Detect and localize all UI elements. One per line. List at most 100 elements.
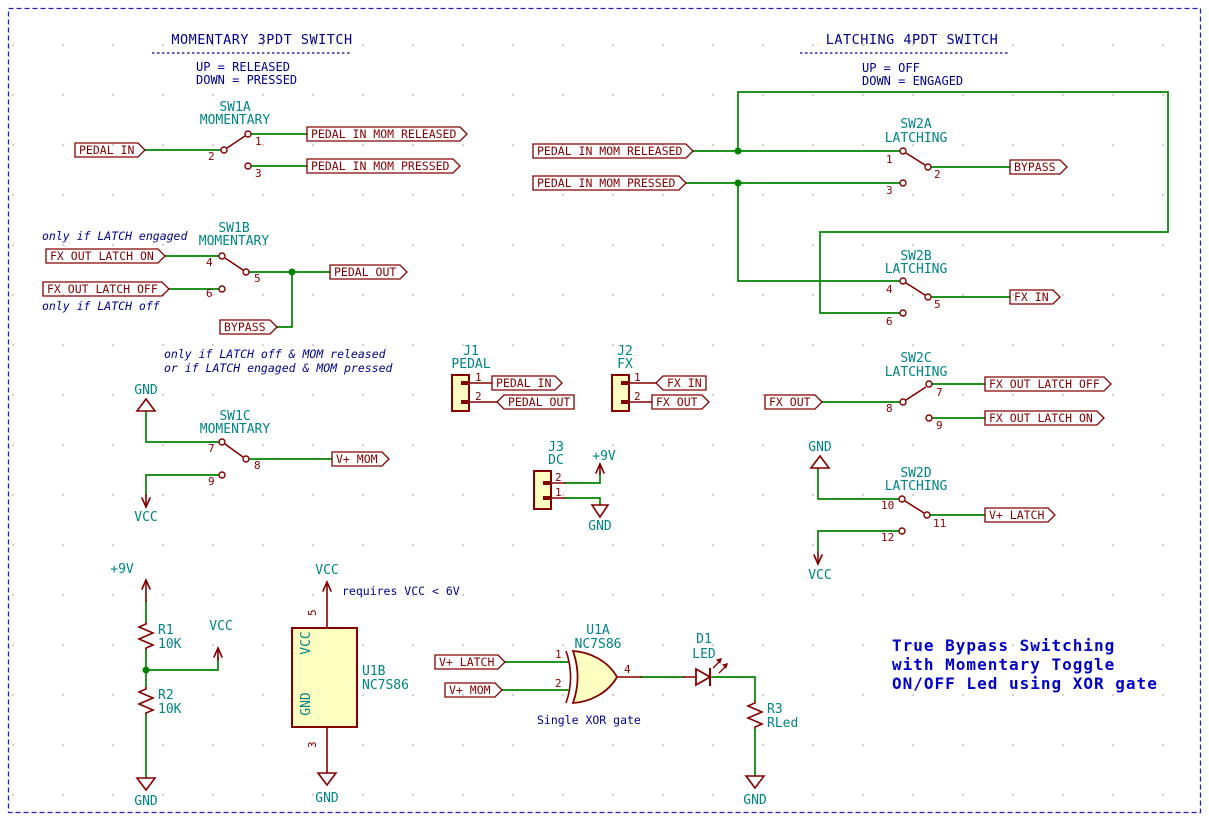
connector-body: [611, 374, 630, 412]
label-outline: [984, 376, 1112, 392]
power-symbol-9v-j3[interactable]: +9V: [592, 449, 616, 475]
global-label-fx-out-sw2c[interactable]: FX_OUT: [764, 394, 823, 410]
pin-number: 7: [208, 442, 215, 455]
global-label-fx-in-sw2b[interactable]: FX_IN: [1009, 289, 1061, 305]
wire[interactable]: [737, 182, 901, 282]
power-symbol-9v-divider[interactable]: +9V: [110, 562, 151, 602]
global-label-fx-out-j2[interactable]: FX_OUT: [651, 394, 710, 410]
wire[interactable]: [145, 657, 219, 671]
pin-number: 1: [886, 153, 893, 166]
component-value: DC: [548, 453, 564, 468]
label-outline: [1009, 159, 1068, 175]
pin-number: 6: [886, 315, 893, 328]
pin-number: 1: [475, 371, 482, 384]
global-label-pedal-out-j1[interactable]: PEDAL_OUT: [496, 394, 575, 410]
net-label-text: PEDAL_OUT: [508, 395, 570, 409]
global-label-pedal-in-mom-pressed-sw2a[interactable]: PEDAL_IN_MOM_PRESSED: [532, 175, 687, 191]
power-symbol-gnd-j3[interactable]: GND: [588, 504, 612, 534]
pin-number: 10: [881, 499, 894, 512]
pin-number: 1: [634, 371, 641, 384]
label-outline: [74, 142, 146, 158]
led-triangle: [695, 667, 712, 687]
global-label-v-mom-u1a[interactable]: V+_MOM: [444, 682, 503, 698]
global-label-pedal-in-sw1a[interactable]: PEDAL_IN: [74, 142, 146, 158]
connector-j3[interactable]: J3 DC 2 1: [533, 440, 566, 510]
power-symbol-vcc-sw2d[interactable]: VCC: [808, 551, 832, 583]
diode-d1-led[interactable]: D1 LED: [692, 632, 728, 687]
label-outline: [532, 175, 687, 191]
global-label-pedal-out-sw1b[interactable]: PEDAL_OUT: [329, 264, 408, 280]
label-outline: [444, 682, 503, 698]
net-label-text: PEDAL_OUT: [334, 265, 396, 279]
switch-pin-contact: [242, 268, 250, 276]
ic-u1a-xor-gate[interactable]: U1A NC7S86 1 2 4: [555, 623, 697, 704]
switch-sw1a[interactable]: SW1A MOMENTARY 1 2 3: [200, 100, 271, 180]
switch-sw1c[interactable]: SW1C MOMENTARY 7 8 9: [200, 409, 271, 488]
switch-sw2b[interactable]: SW2B LATCHING 4 5 6: [885, 249, 948, 328]
component-ref: SW2D: [900, 466, 931, 481]
wire[interactable]: [564, 472, 601, 484]
ic-u1b[interactable]: 5 3 VCC GND U1B NC7S86: [291, 582, 409, 774]
pin-number: 11: [933, 517, 946, 530]
label-outline: [331, 451, 390, 467]
wire[interactable]: [817, 467, 900, 500]
resistor-r1[interactable]: R1 10K: [136, 622, 182, 652]
label-outline: [496, 394, 575, 410]
connector-j1[interactable]: J1 PEDAL 1 2: [451, 344, 498, 412]
wire[interactable]: [145, 410, 220, 443]
component-value: RLed: [767, 716, 798, 731]
wire[interactable]: [276, 271, 293, 328]
switch-pin-contact: [925, 380, 933, 388]
power-symbol-vcc-u1b[interactable]: VCC: [315, 563, 339, 592]
wire[interactable]: [145, 474, 220, 497]
pin-number: 4: [886, 283, 893, 296]
global-label-v-latch-sw2d[interactable]: V+_LATCH: [984, 507, 1056, 523]
global-label-fx-out-latch-off-sw1b[interactable]: FX_OUT_LATCH_OFF: [42, 281, 170, 297]
net-label-text: FX_OUT_LATCH_OFF: [47, 282, 158, 296]
global-label-bypass-sw2a[interactable]: BYPASS: [1009, 159, 1068, 175]
pin-number: 1: [555, 486, 562, 499]
switch-sw2d[interactable]: SW2D LATCHING 10 11 12: [881, 466, 947, 544]
wire[interactable]: [737, 91, 1169, 314]
global-label-fx-out-latch-on-sw2c[interactable]: FX_OUT_LATCH_ON: [984, 410, 1105, 426]
switch-sw1b[interactable]: SW1B MOMENTARY 4 5 6: [199, 221, 270, 300]
power-symbol-gnd-sw2d[interactable]: GND: [808, 440, 832, 469]
switch-sw2a[interactable]: SW2A LATCHING 1 2 3: [885, 117, 948, 197]
switch-pin-contact: [899, 309, 907, 317]
power-symbol-gnd-sw1c[interactable]: GND: [134, 383, 158, 412]
wire[interactable]: [817, 530, 900, 553]
global-label-v-latch-u1a[interactable]: V+_LATCH: [434, 654, 506, 670]
global-label-pedal-in-j1[interactable]: PEDAL_IN: [491, 375, 563, 391]
gnd-arrow-down: [590, 504, 610, 519]
pin-number: 3: [255, 167, 262, 180]
power-symbol-vcc-divider[interactable]: VCC: [209, 619, 233, 661]
global-label-fx-in-j2[interactable]: FX_IN: [655, 375, 707, 391]
global-label-bypass-sw1b[interactable]: BYPASS: [219, 319, 278, 335]
power-symbol-gnd-u1b[interactable]: GND: [315, 772, 339, 806]
label-outline: [532, 143, 694, 159]
global-label-pedal-in-mom-released-sw2a[interactable]: PEDAL_IN_MOM_RELEASED: [532, 143, 694, 159]
resistor-r3[interactable]: R3 RLed: [745, 701, 798, 731]
power-arrow-down: [813, 554, 823, 566]
wire[interactable]: [711, 676, 756, 702]
global-label-pedal-in-mom-released-sw1a[interactable]: PEDAL_IN_MOM_RELEASED: [306, 126, 468, 142]
global-label-pedal-in-mom-pressed-sw1a[interactable]: PEDAL_IN_MOM_PRESSED: [306, 158, 461, 174]
net-label-text: FX_OUT: [769, 395, 811, 409]
pin-number: 2: [208, 150, 215, 163]
power-symbol-vcc-sw1c[interactable]: VCC: [134, 494, 158, 525]
wire[interactable]: [564, 497, 601, 506]
resistor-r2[interactable]: R2 10K: [136, 687, 182, 717]
section-header-momentary: MOMENTARY 3PDT SWITCH UP = RELEASED DOWN…: [152, 32, 352, 87]
global-label-fx-out-latch-off-sw2c[interactable]: FX_OUT_LATCH_OFF: [984, 376, 1112, 392]
connector-j2[interactable]: J2 FX 1 2: [611, 344, 657, 412]
section-note: UP = OFF: [862, 61, 920, 75]
power-symbol-gnd-r3[interactable]: GND: [743, 775, 767, 808]
global-label-fx-out-latch-on-sw1b[interactable]: FX_OUT_LATCH_ON: [45, 248, 166, 264]
net-label-text: PEDAL_IN: [79, 143, 134, 157]
switch-sw2c[interactable]: SW2C LATCHING 7 8 9: [885, 351, 948, 432]
global-label-v-mom-sw1c[interactable]: V+_MOM: [331, 451, 390, 467]
switch-pin-contact: [220, 146, 228, 154]
power-symbol-gnd-divider[interactable]: GND: [134, 777, 158, 809]
note-vcc-requirement: requires VCC < 6V: [342, 584, 460, 598]
power-arrow-up: [213, 646, 223, 658]
